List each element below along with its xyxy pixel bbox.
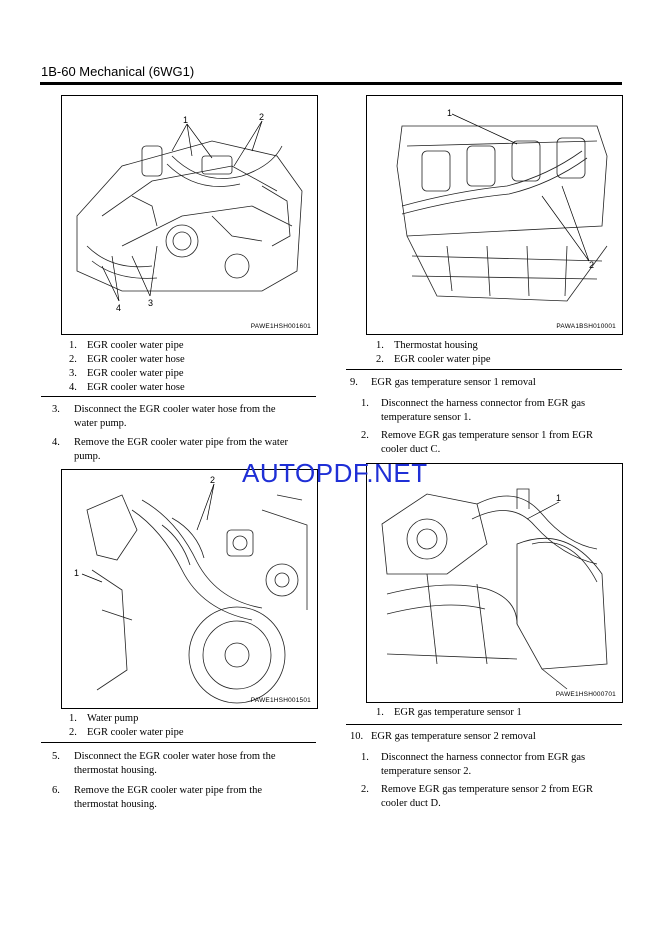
figure-id: PAWE1HSH001501 (250, 697, 311, 704)
legend-item: 3.EGR cooler water pipe (69, 368, 184, 379)
legend-fig1: 1.EGR cooler water pipe 2.EGR cooler wat… (69, 339, 185, 395)
legend-rule (41, 396, 316, 397)
callout-1: 1 (447, 108, 452, 118)
section-9-step-1: 1. Disconnect the harness connector from… (361, 398, 586, 423)
watermark: AUTOPDF.NET (242, 458, 428, 488)
figure-id: PAWE1HSH000701 (555, 691, 616, 698)
water-pump-illustration: 2 1 (74, 475, 308, 704)
legend-item: 4.EGR cooler water hose (69, 382, 185, 393)
step-4: 4. Remove the EGR cooler water pipe from… (52, 437, 289, 462)
section-9-heading: 9. EGR gas temperature sensor 1 removal (350, 377, 536, 388)
legend-item: 1.Water pump (69, 713, 139, 724)
figure-water-pump: 2 1 PAWE1HSH001501 (61, 469, 318, 709)
legend-rule (346, 724, 622, 725)
figure-id: PAWA1BSH010001 (556, 323, 616, 330)
figure-egr-sensor: 1 PAWE1HSH000701 (366, 463, 623, 703)
section-10-heading: 10. EGR gas temperature sensor 2 removal (350, 731, 536, 742)
callout-3: 3 (148, 298, 153, 308)
header-rule (40, 82, 622, 85)
legend-rule (41, 742, 316, 743)
step-6: 6. Remove the EGR cooler water pipe from… (52, 785, 263, 810)
legend-fig4: 1.EGR gas temperature sensor 1 (376, 706, 522, 720)
legend-rule (346, 369, 622, 370)
callout-2: 2 (210, 475, 215, 485)
step-3: 3. Disconnect the EGR cooler water hose … (52, 404, 276, 429)
callout-4: 4 (116, 303, 121, 313)
callout-2: 2 (259, 112, 264, 122)
legend-fig3: 1.Water pump 2.EGR cooler water pipe (69, 712, 184, 740)
legend-item: 1.Thermostat housing (376, 340, 478, 351)
legend-fig2: 1.Thermostat housing 2.EGR cooler water … (376, 339, 491, 367)
figure-egr-cooler-pipes: 1 2 3 4 PAWE1HSH001601 (61, 95, 318, 335)
page-title: 1B-60 Mechanical (6WG1) (41, 64, 195, 79)
legend-item: 2.EGR cooler water hose (69, 354, 185, 365)
legend-item: 1.EGR gas temperature sensor 1 (376, 707, 522, 718)
legend-item: 1.EGR cooler water pipe (69, 340, 184, 351)
callout-1: 1 (556, 493, 561, 503)
callout-2: 2 (589, 260, 594, 270)
legend-item: 2.EGR cooler water pipe (69, 727, 184, 738)
egr-sensor-illustration: 1 (381, 488, 608, 690)
section-10-step-1: 1. Disconnect the harness connector from… (361, 752, 586, 777)
figure-id: PAWE1HSH001601 (250, 323, 311, 330)
legend-item: 2.EGR cooler water pipe (376, 354, 491, 365)
step-5: 5. Disconnect the EGR cooler water hose … (52, 751, 276, 776)
callout-1: 1 (74, 568, 79, 578)
section-9-step-2: 2. Remove EGR gas temperature sensor 1 f… (361, 430, 593, 455)
callout-1: 1 (183, 115, 188, 125)
section-10-step-2: 2. Remove EGR gas temperature sensor 2 f… (361, 784, 593, 809)
engine-illustration: 1 2 3 4 (76, 112, 303, 313)
thermostat-illustration: 1 2 (396, 108, 608, 302)
figure-thermostat-housing: 1 2 PAWA1BSH010001 (366, 95, 623, 335)
